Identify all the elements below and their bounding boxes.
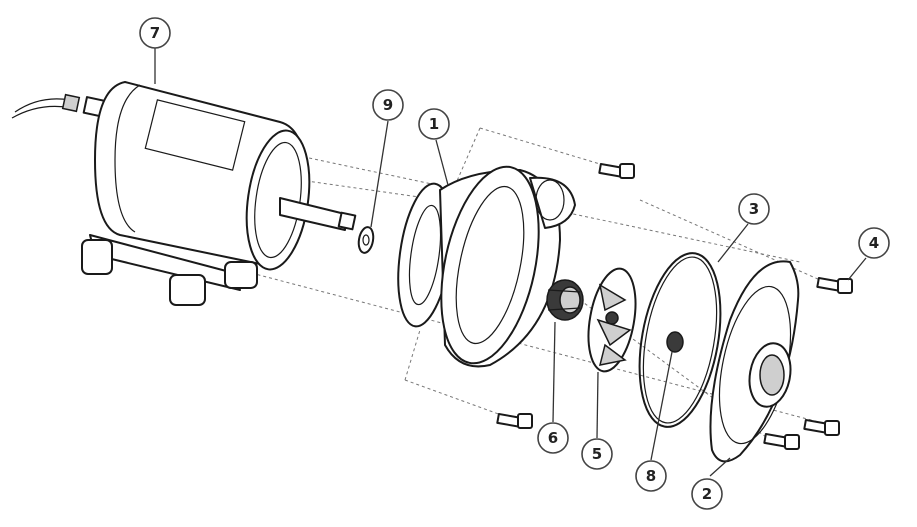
callout-1: 1 — [418, 108, 450, 140]
callout-4-label: 4 — [869, 234, 879, 252]
motor-part — [11, 81, 357, 306]
slinger-washer-part — [357, 226, 375, 254]
callout-5-label: 5 — [592, 445, 602, 463]
impeller-part — [587, 267, 637, 373]
callout-2: 2 — [691, 478, 723, 510]
callout-3-label: 3 — [749, 200, 759, 218]
shaft-seal-part — [546, 279, 584, 321]
callout-5: 5 — [581, 438, 613, 470]
callout-8-label: 8 — [646, 467, 656, 485]
callout-4: 4 — [858, 227, 890, 259]
cover-screw-parts — [496, 162, 853, 450]
callout-2-label: 2 — [702, 485, 712, 503]
callout-3: 3 — [738, 193, 770, 225]
callout-leaders — [154, 48, 867, 477]
callout-8: 8 — [635, 460, 667, 492]
callout-9-label: 9 — [383, 96, 393, 114]
callout-6: 6 — [537, 422, 569, 454]
screw-top — [598, 162, 635, 179]
screw-bottom-left — [496, 412, 533, 429]
callout-6-label: 6 — [548, 429, 558, 447]
screw-right — [816, 276, 853, 294]
o-ring-part — [638, 252, 722, 428]
callout-1-label: 1 — [429, 115, 439, 133]
callout-7-label: 7 — [150, 24, 160, 42]
plug-part — [666, 331, 684, 353]
end-cover-part — [709, 260, 800, 463]
screw-bottom-right-1 — [803, 418, 840, 436]
callout-7: 7 — [139, 17, 171, 49]
screw-bottom-right-2 — [763, 432, 800, 450]
callout-9: 9 — [372, 89, 404, 121]
impeller-housing-part — [397, 165, 576, 368]
